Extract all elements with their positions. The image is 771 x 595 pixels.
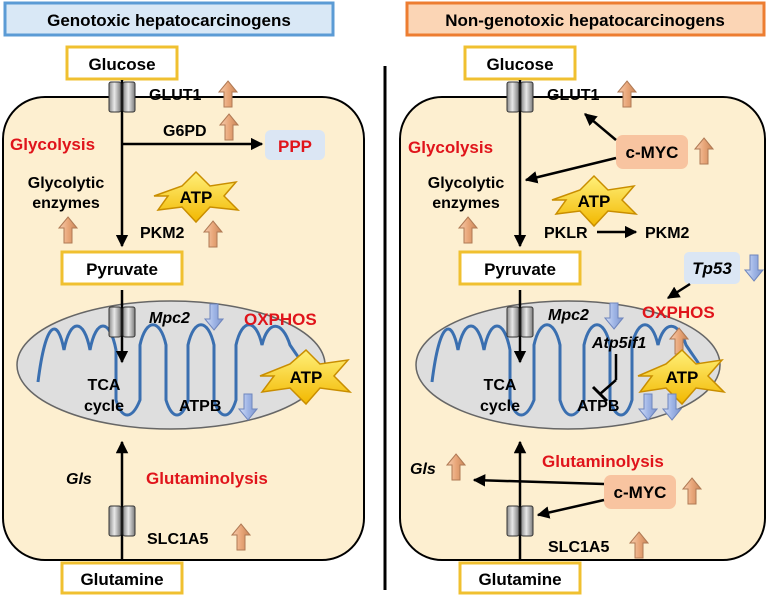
gls-label: Gls — [66, 471, 92, 488]
cmyc-top-label: c-MYC — [626, 143, 679, 162]
panel-non-genotoxic: Non-genotoxic hepatocarcinogens Glucose … — [399, 1, 766, 595]
pyruvate-label: Pyruvate — [484, 260, 556, 279]
atp-top-label: ATP — [578, 192, 611, 211]
cmyc-to-slc1a5-arrow — [536, 498, 605, 519]
oxphos-label: OXPHOS — [244, 310, 317, 329]
panel-title: Non-genotoxic hepatocarcinogens — [445, 11, 725, 30]
cmyc-to-glut1-arrow — [584, 113, 617, 141]
cmyc-top-box — [616, 135, 688, 169]
atp-mito-star-icon — [637, 348, 727, 406]
atp-top-label: ATP — [180, 188, 213, 207]
cmyc-bottom-label: c-MYC — [614, 483, 667, 502]
glucose-box — [463, 45, 577, 81]
glucose-label: Glucose — [486, 55, 553, 74]
atp-mito-label: ATP — [290, 368, 323, 387]
mpc2-label: Mpc2 — [149, 310, 190, 327]
ppp-label: PPP — [278, 137, 312, 156]
tca-label-2: cycle — [480, 398, 520, 415]
glutamine-label: Glutamine — [80, 570, 163, 589]
glutaminolysis-label: Glutaminolysis — [542, 452, 664, 471]
pyruvate-label: Pyruvate — [86, 260, 158, 279]
atp-mito-star-icon — [259, 348, 353, 406]
glutamine-box — [458, 561, 582, 595]
tp53-box — [684, 252, 740, 284]
cmyc-to-glycolytic-enzymes-arrow — [524, 156, 617, 184]
pkm2-label: PKM2 — [140, 225, 185, 242]
glycolysis-label: Glycolysis — [408, 138, 493, 157]
glycolytic-enzymes-label-1: Glycolytic — [28, 175, 105, 192]
atp5if1-inhibition-bar — [591, 385, 609, 403]
tca-label-2: cycle — [84, 398, 124, 415]
glycolytic-enzymes-label-2: enzymes — [32, 195, 100, 212]
gls-label: Gls — [410, 461, 436, 478]
g6pd-label: G6PD — [163, 123, 207, 140]
cmyc-to-gls-arrow — [472, 474, 605, 487]
glycolytic-enzymes-label-1: Glycolytic — [428, 175, 505, 192]
mpc2-label: Mpc2 — [548, 307, 589, 324]
glutaminolysis-label: Glutaminolysis — [146, 469, 268, 488]
pklr-label: PKLR — [544, 225, 588, 242]
glucose-box — [65, 45, 179, 81]
pyruvate-box — [60, 250, 184, 286]
glycolysis-label: Glycolysis — [10, 135, 95, 154]
atpb-label: ATPB — [179, 398, 221, 415]
atp-star-icon — [153, 170, 241, 224]
glutamine-label: Glutamine — [478, 570, 561, 589]
glut1-label: GLUT1 — [547, 87, 600, 104]
slc1a5-label: SLC1A5 — [147, 531, 208, 548]
atp5if1-inhibition-line-2 — [599, 379, 617, 395]
atp-star-icon — [551, 174, 639, 228]
tca-label-1: TCA — [484, 377, 517, 394]
panel-title-box — [405, 1, 766, 37]
cmyc-bottom-box — [604, 475, 676, 509]
glut1-label: GLUT1 — [149, 87, 202, 104]
tp53-to-oxphos-arrow — [666, 282, 691, 300]
glycolytic-enzymes-label-2: enzymes — [432, 195, 500, 212]
panel-title: Genotoxic hepatocarcinogens — [47, 11, 291, 30]
atpb-label: ATPB — [577, 398, 619, 415]
oxphos-label: OXPHOS — [642, 303, 715, 322]
glutamine-box — [60, 561, 184, 595]
glucose-label: Glucose — [88, 55, 155, 74]
atp5if1-label: Atp5if1 — [591, 335, 646, 352]
tca-label-1: TCA — [88, 377, 121, 394]
pkm2-label: PKM2 — [645, 225, 690, 242]
panel-title-box — [3, 1, 335, 37]
panel-genotoxic: Genotoxic hepatocarcinogens Glucose GLUT… — [2, 1, 365, 595]
pyruvate-box — [458, 250, 582, 286]
ppp-box — [265, 130, 325, 160]
tp53-label: Tp53 — [692, 259, 732, 278]
slc1a5-label: SLC1A5 — [548, 539, 609, 556]
atp-mito-label: ATP — [666, 368, 699, 387]
